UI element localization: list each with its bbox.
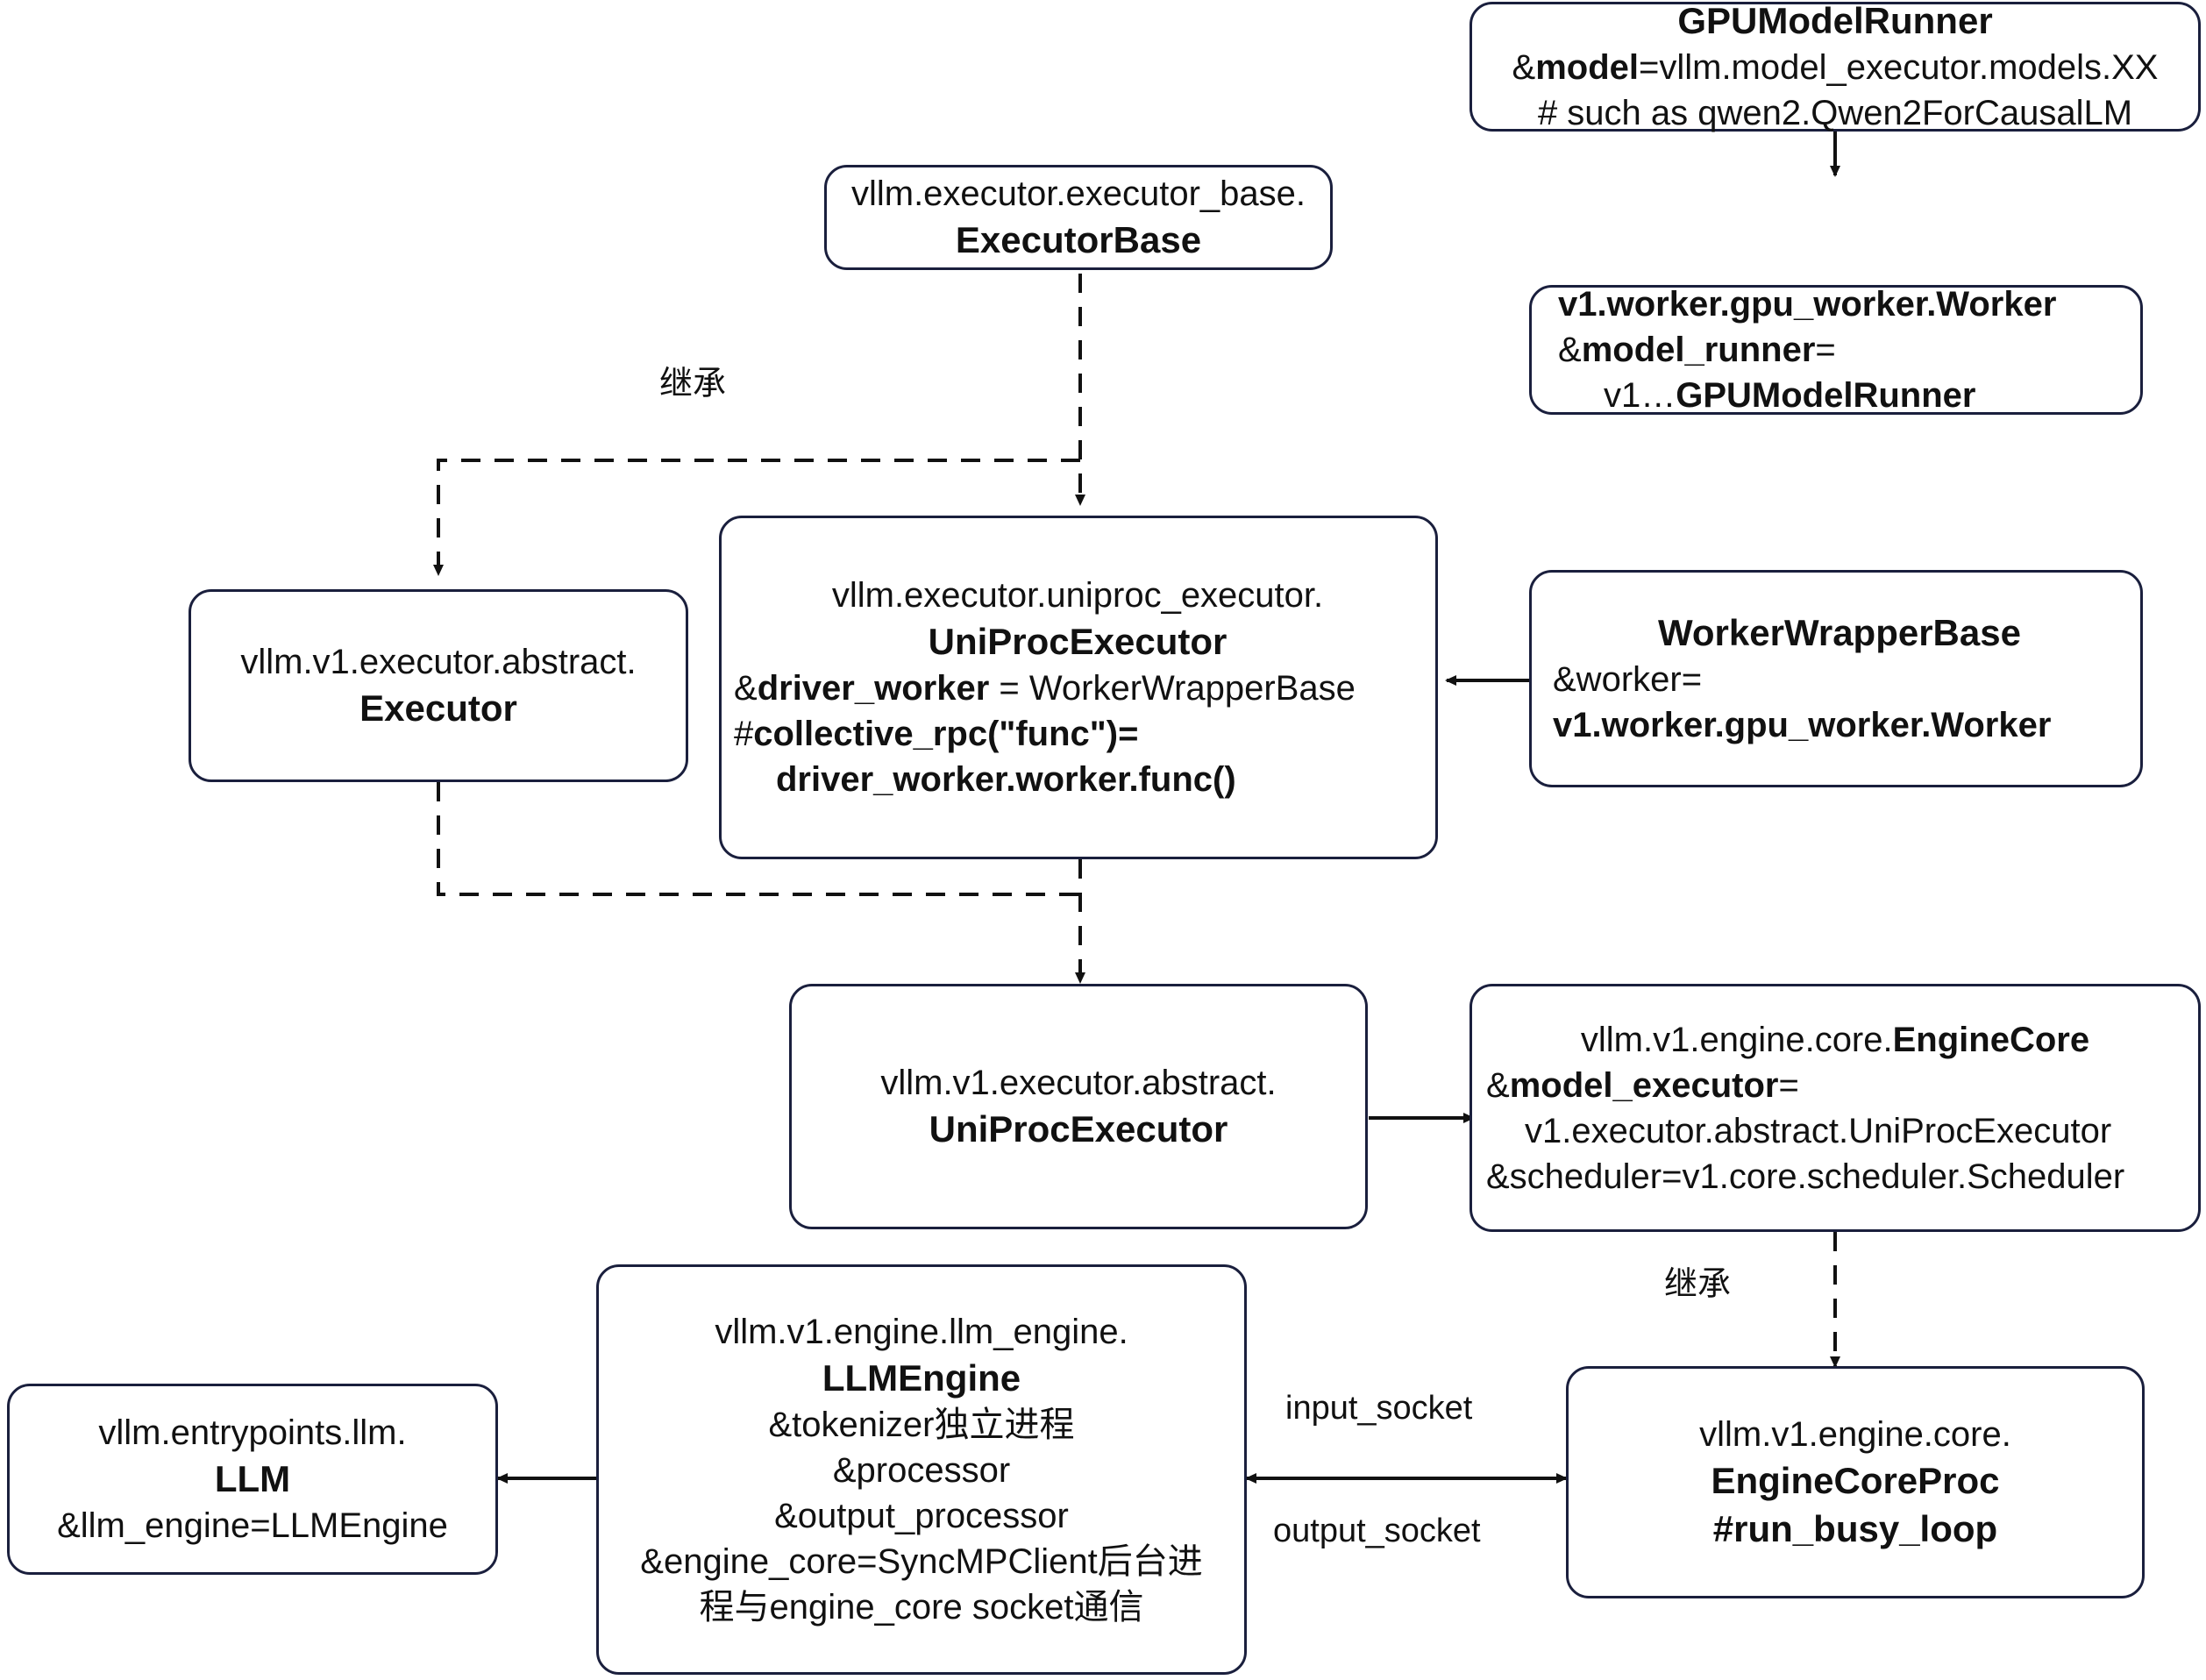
llmengine-output-processor: &output_processor bbox=[774, 1497, 1069, 1536]
executorbase-module: vllm.executor.executor_base. bbox=[850, 174, 1306, 213]
llmengine-engine-core-line1: &engine_core=SyncMPClient后台进 bbox=[640, 1542, 1203, 1582]
llmengine-processor: &processor bbox=[832, 1451, 1011, 1491]
v1-uniproc-module: vllm.v1.executor.abstract. bbox=[880, 1063, 1277, 1102]
enginecoreproc-title: EngineCoreProc bbox=[1711, 1459, 2000, 1501]
workerwrapperbase-worker-line: &worker= bbox=[1553, 660, 1703, 700]
node-v1-executor-abstract[interactable]: vllm.v1.executor.abstract. Executor bbox=[189, 589, 688, 782]
llm-title: LLM bbox=[214, 1457, 291, 1499]
uniproc-collectiverpc-value: driver_worker.worker.func() bbox=[776, 760, 1236, 800]
enginecore-modelexecutor-line: &model_executor= bbox=[1486, 1065, 1799, 1105]
executorbase-title: ExecutorBase bbox=[955, 218, 1202, 260]
edge-label-input-socket: input_socket bbox=[1285, 1390, 1473, 1427]
llmengine-engine-core-line2: 程与engine_core socket通信 bbox=[699, 1588, 1144, 1627]
workerwrapperbase-title: WorkerWrapperBase bbox=[1658, 611, 2021, 653]
uniproc-driverworker-line: &driver_worker = WorkerWrapperBase bbox=[734, 669, 1356, 708]
enginecore-modelexecutor-value: v1.executor.abstract.UniProcExecutor bbox=[1525, 1111, 2112, 1150]
enginecore-title-line: vllm.v1.engine.core.EngineCore bbox=[1580, 1020, 2090, 1059]
enginecoreproc-method: #run_busy_loop bbox=[1712, 1507, 1998, 1549]
node-llm[interactable]: vllm.entrypoints.llm. LLM &llm_engine=LL… bbox=[7, 1384, 498, 1575]
llm-module: vllm.entrypoints.llm. bbox=[98, 1413, 407, 1452]
node-v1-uniproc-executor[interactable]: vllm.v1.executor.abstract. UniProcExecut… bbox=[789, 984, 1368, 1229]
gpumodelrunner-model-line: &model=vllm.model_executor.models.XX bbox=[1512, 48, 2159, 88]
node-enginecore[interactable]: vllm.v1.engine.core.EngineCore &model_ex… bbox=[1469, 984, 2201, 1232]
node-workerwrapperbase[interactable]: WorkerWrapperBase &worker= v1.worker.gpu… bbox=[1529, 570, 2143, 787]
edge-label-inherit-left: 继承 bbox=[659, 366, 727, 402]
v1-uniproc-title: UniProcExecutor bbox=[929, 1107, 1228, 1150]
llmengine-module: vllm.v1.engine.llm_engine. bbox=[715, 1312, 1128, 1351]
uniproc-title: UniProcExecutor bbox=[928, 620, 1228, 662]
node-gpumodelrunner[interactable]: GPUModelRunner &model=vllm.model_executo… bbox=[1469, 0, 2201, 132]
enginecore-scheduler-line: &scheduler=v1.core.scheduler.Scheduler bbox=[1486, 1157, 2125, 1196]
v1-executor-module: vllm.v1.executor.abstract. bbox=[240, 642, 637, 681]
gpu-worker-modelrunner-line: &model_runner= bbox=[1558, 331, 1836, 369]
llm-engine-attr: &llm_engine=LLMEngine bbox=[57, 1506, 448, 1546]
node-enginecoreproc[interactable]: vllm.v1.engine.core. EngineCoreProc #run… bbox=[1566, 1366, 2145, 1598]
node-uniproc-executor[interactable]: vllm.executor.uniproc_executor. UniProcE… bbox=[719, 516, 1438, 859]
edge-label-output-socket: output_socket bbox=[1273, 1513, 1481, 1549]
gpu-worker-title: v1.worker.gpu_worker.Worker bbox=[1558, 285, 2057, 324]
workerwrapperbase-worker-value: v1.worker.gpu_worker.Worker bbox=[1553, 706, 2052, 745]
llmengine-title: LLMEngine bbox=[822, 1356, 1021, 1399]
uniproc-module: vllm.executor.uniproc_executor. bbox=[831, 575, 1324, 615]
node-llmengine[interactable]: vllm.v1.engine.llm_engine. LLMEngine &to… bbox=[596, 1264, 1247, 1675]
gpu-worker-modelrunner-value: v1…GPUModelRunner bbox=[1604, 376, 1976, 415]
gpumodelrunner-title: GPUModelRunner bbox=[1677, 0, 1993, 41]
edge-label-inherit-right: 继承 bbox=[1664, 1266, 1732, 1303]
uniproc-collectiverpc-line: #collective_rpc("func")= bbox=[734, 715, 1139, 754]
node-gpu-worker[interactable]: v1.worker.gpu_worker.Worker &model_runne… bbox=[1529, 285, 2143, 415]
node-executorbase[interactable]: vllm.executor.executor_base. ExecutorBas… bbox=[824, 165, 1333, 270]
gpumodelrunner-comment-line: # such as qwen2.Qwen2ForCausalLM bbox=[1537, 94, 2133, 133]
llmengine-tokenizer: &tokenizer独立进程 bbox=[768, 1406, 1075, 1445]
v1-executor-title: Executor bbox=[359, 687, 517, 729]
enginecoreproc-module: vllm.v1.engine.core. bbox=[1699, 1414, 2011, 1454]
